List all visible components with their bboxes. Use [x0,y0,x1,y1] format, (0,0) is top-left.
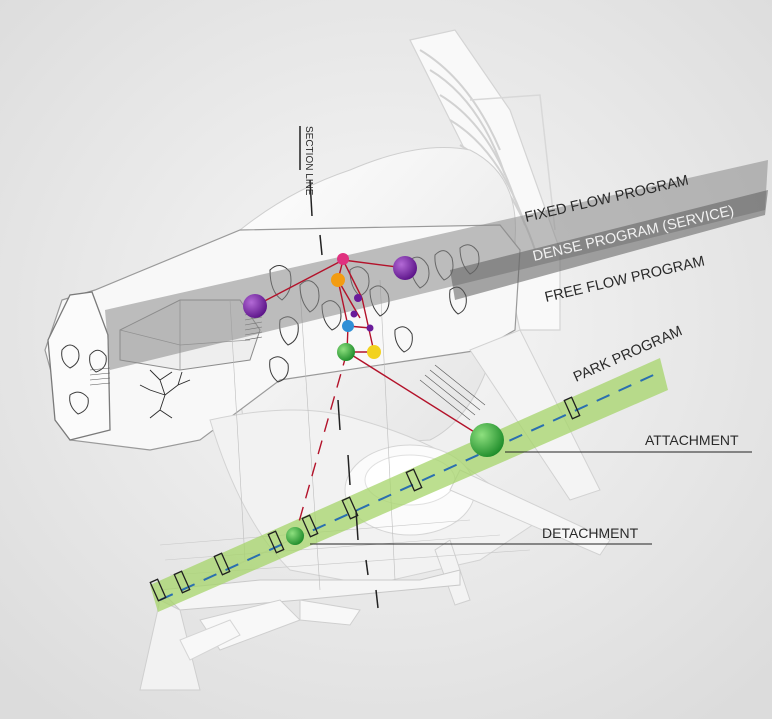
node-purple-right [393,256,417,280]
node-yellow [367,345,381,359]
tree-sketch [139,369,191,419]
attachment-label: ATTACHMENT [645,432,739,448]
node-purple-left [243,294,267,318]
detachment-node [286,527,304,545]
node-small-purple-2 [350,310,358,318]
park-seats [149,396,581,602]
attachment-node [470,423,504,457]
park-program-band [150,358,668,612]
detachment-label: DETACHMENT [542,525,639,541]
node-green-center [337,343,355,361]
node-blue [342,320,354,332]
node-magenta [337,253,349,265]
section-line-label: SECTION LINE [303,126,314,196]
node-small-purple-1 [354,294,362,302]
node-orange [331,273,345,287]
dense-band-dark-strip [450,190,768,300]
node-small-purple-3 [366,324,374,332]
program-nodes [243,253,504,545]
dense-program-band [105,160,768,370]
section-line [299,126,379,609]
